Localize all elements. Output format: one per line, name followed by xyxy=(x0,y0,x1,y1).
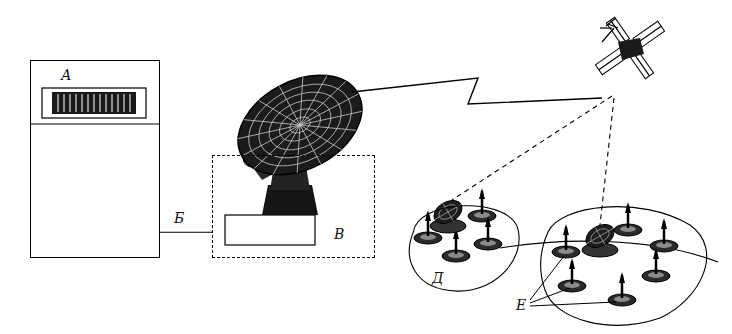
cable-line xyxy=(160,232,212,233)
equipment-room xyxy=(225,215,315,245)
small-dish xyxy=(582,220,618,257)
radio-link xyxy=(352,78,602,104)
ground-line xyxy=(30,124,160,125)
antenna xyxy=(650,218,678,252)
line-label: Б xyxy=(174,210,184,226)
leader-line xyxy=(530,256,616,306)
building-facade xyxy=(52,92,136,114)
antenna xyxy=(642,248,670,282)
antenna-group xyxy=(414,188,502,262)
antenna xyxy=(474,216,502,250)
antenna xyxy=(468,188,496,222)
building-windows xyxy=(58,94,130,112)
antenna xyxy=(552,224,580,258)
node-letter: А xyxy=(61,67,72,83)
antenna-group xyxy=(552,202,678,306)
ground-station-group: Д xyxy=(404,198,522,294)
small-dish xyxy=(430,196,466,233)
building-body xyxy=(42,88,146,118)
node-outline xyxy=(404,198,522,294)
station-building-box: А xyxy=(30,60,160,258)
antenna-site-box: В xyxy=(212,155,375,258)
outline-path xyxy=(409,206,519,291)
large-dish-antenna xyxy=(221,55,379,245)
building xyxy=(30,88,160,124)
callout-letter: Е xyxy=(516,297,526,313)
reflector xyxy=(221,55,379,195)
satellite-body xyxy=(618,38,644,60)
node-letter: Д xyxy=(432,270,443,286)
antenna xyxy=(558,258,586,292)
node-letter: В xyxy=(334,226,344,242)
satellite xyxy=(595,17,664,78)
antenna xyxy=(614,202,642,236)
antenna xyxy=(608,272,636,306)
